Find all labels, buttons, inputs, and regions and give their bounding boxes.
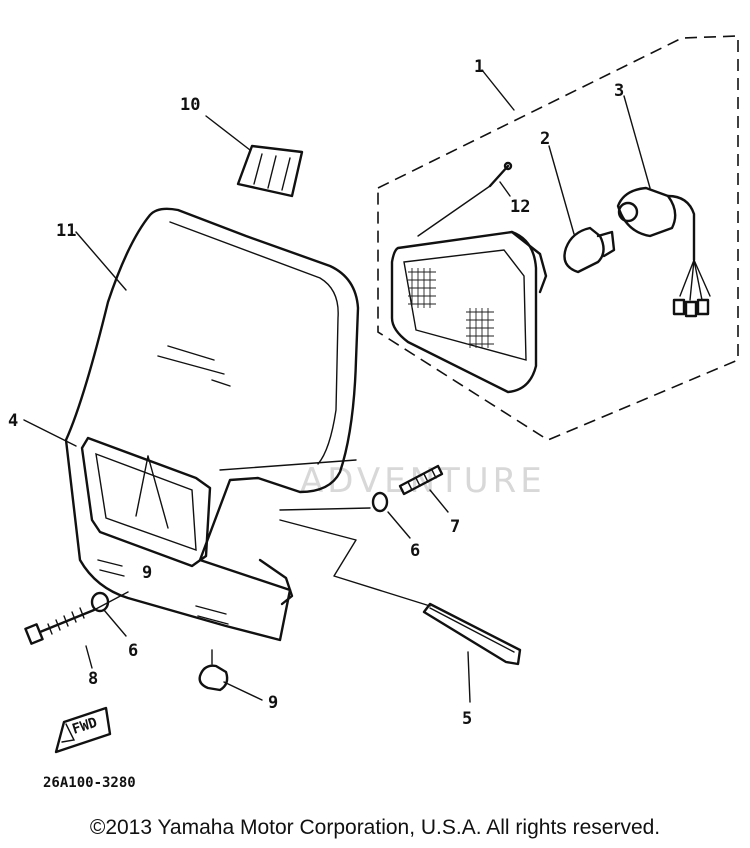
fwd-arrow-tag: FWD — [54, 706, 112, 754]
headlight-unit — [390, 230, 548, 394]
callout-9-lower: 9 — [268, 693, 278, 713]
callout-2: 2 — [540, 129, 550, 149]
watermark-text: ADVENTURE — [300, 461, 546, 501]
callout-7: 7 — [450, 517, 460, 537]
leader-lines — [23, 69, 651, 703]
assembly-group-box — [377, 35, 739, 441]
screw-12 — [417, 161, 513, 237]
washer-6-left — [90, 591, 110, 613]
assembly-path — [279, 507, 431, 607]
callout-4: 4 — [8, 411, 18, 431]
socket-cord — [616, 186, 711, 318]
callout-12: 12 — [510, 197, 530, 217]
part-code-label: 26A100-3280 — [43, 775, 136, 791]
callout-6-left: 6 — [128, 641, 138, 661]
callout-10: 10 — [180, 95, 200, 115]
grommet-9-lower — [198, 649, 229, 692]
callout-1: 1 — [474, 57, 484, 77]
headlight-cover — [64, 207, 360, 642]
stay-bracket-5 — [422, 602, 522, 666]
callout-3: 3 — [614, 81, 624, 101]
lens-shield — [236, 144, 304, 198]
callout-8: 8 — [88, 669, 98, 689]
bolt-8 — [24, 591, 129, 645]
callout-6-right: 6 — [410, 541, 420, 561]
washer-6-right — [371, 491, 389, 513]
callout-11: 11 — [56, 221, 76, 241]
callout-9-upper: 9 — [142, 563, 152, 583]
callout-5: 5 — [462, 709, 472, 729]
grommet-7 — [398, 464, 444, 496]
copyright-notice: ©2013 Yamaha Motor Corporation, U.S.A. A… — [89, 816, 661, 839]
fwd-label: FWD — [70, 715, 99, 738]
bulb — [563, 226, 616, 274]
